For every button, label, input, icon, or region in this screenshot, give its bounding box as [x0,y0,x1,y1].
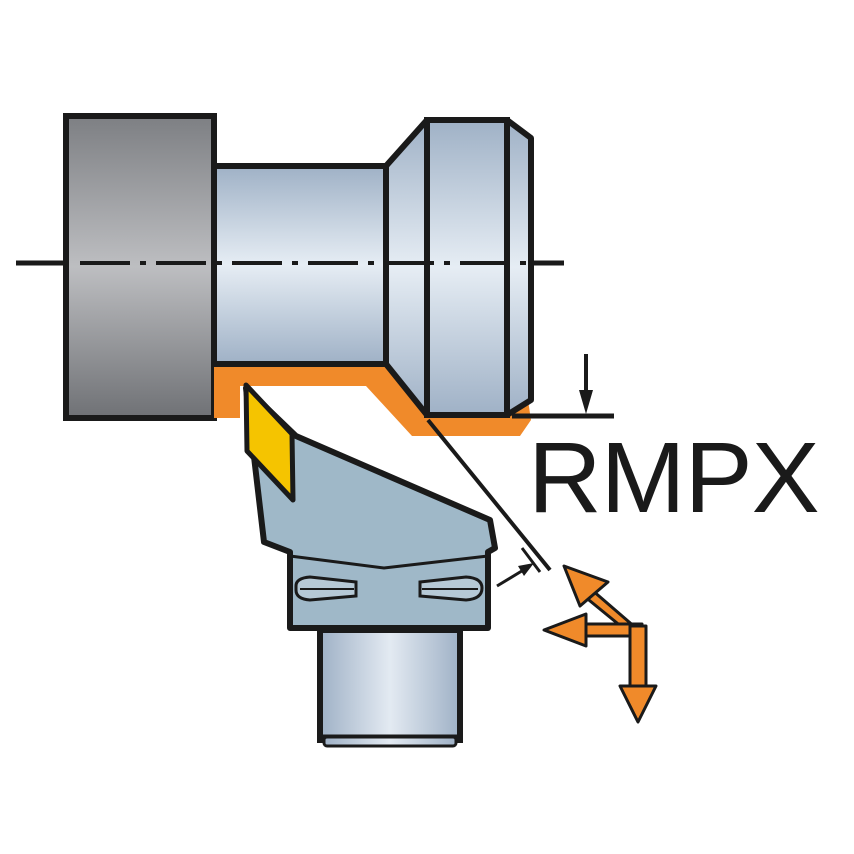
tool-holder [243,385,498,631]
feed-arrows [542,564,658,724]
ramping-angle-dimension [496,547,542,588]
chuck [63,113,217,421]
arrow-left-icon [542,612,588,648]
clamp-screw-right [418,575,484,602]
insert-type-label: RMPX [528,422,820,534]
ramping-line [426,418,552,572]
clamp-screw-left [294,575,358,602]
shank [317,627,463,748]
arrow-diagonal-icon [562,564,610,608]
insert [243,382,296,503]
depth-dimension [512,354,614,419]
arrow-down-icon [618,684,658,724]
